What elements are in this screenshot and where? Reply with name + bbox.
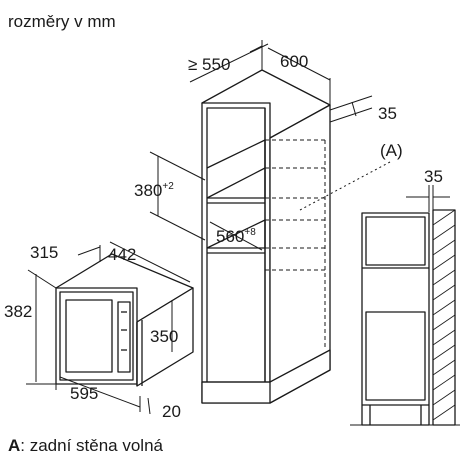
cabinet-depth-label: ≥ 550 bbox=[188, 55, 230, 74]
side-dimension-lines bbox=[350, 185, 460, 426]
legend-key: A bbox=[8, 436, 21, 455]
niche-width-base: 560 bbox=[216, 227, 244, 246]
niche-width-label: 560+8 bbox=[216, 227, 256, 246]
wall-hatching bbox=[432, 209, 456, 421]
tall-cabinet bbox=[201, 69, 331, 404]
niche-width-tolerance: +8 bbox=[244, 227, 256, 238]
microwave-front-depth-label: 20 bbox=[162, 402, 181, 421]
microwave-front-width-label: 595 bbox=[70, 384, 98, 403]
side-gap-label: 35 bbox=[424, 167, 443, 186]
footer-legend: A: zadní stěna volná bbox=[8, 436, 163, 456]
legend-text: : zadní stěna volná bbox=[20, 436, 163, 455]
side-section bbox=[361, 209, 456, 426]
microwave-inner-height-label: 350 bbox=[150, 327, 178, 346]
microwave-depth-label: 315 bbox=[30, 243, 58, 262]
microwave-height-label: 382 bbox=[4, 302, 32, 321]
hidden-lines bbox=[265, 139, 326, 350]
niche-height-tolerance: +2 bbox=[162, 181, 174, 192]
microwave-dimension-lines bbox=[26, 241, 191, 415]
niche-height-label: 380+2 bbox=[134, 181, 174, 200]
niche-height-base: 380 bbox=[134, 181, 162, 200]
cabinet-dimension-lines bbox=[149, 40, 391, 251]
back-gap-label: 35 bbox=[378, 104, 397, 123]
callout-marker: (A) bbox=[380, 141, 403, 160]
microwave-unit bbox=[55, 253, 194, 387]
units-note: rozměry v mm bbox=[8, 12, 116, 31]
cabinet-width-label: 600 bbox=[280, 52, 308, 71]
microwave-width-top-label: 442 bbox=[108, 245, 136, 264]
